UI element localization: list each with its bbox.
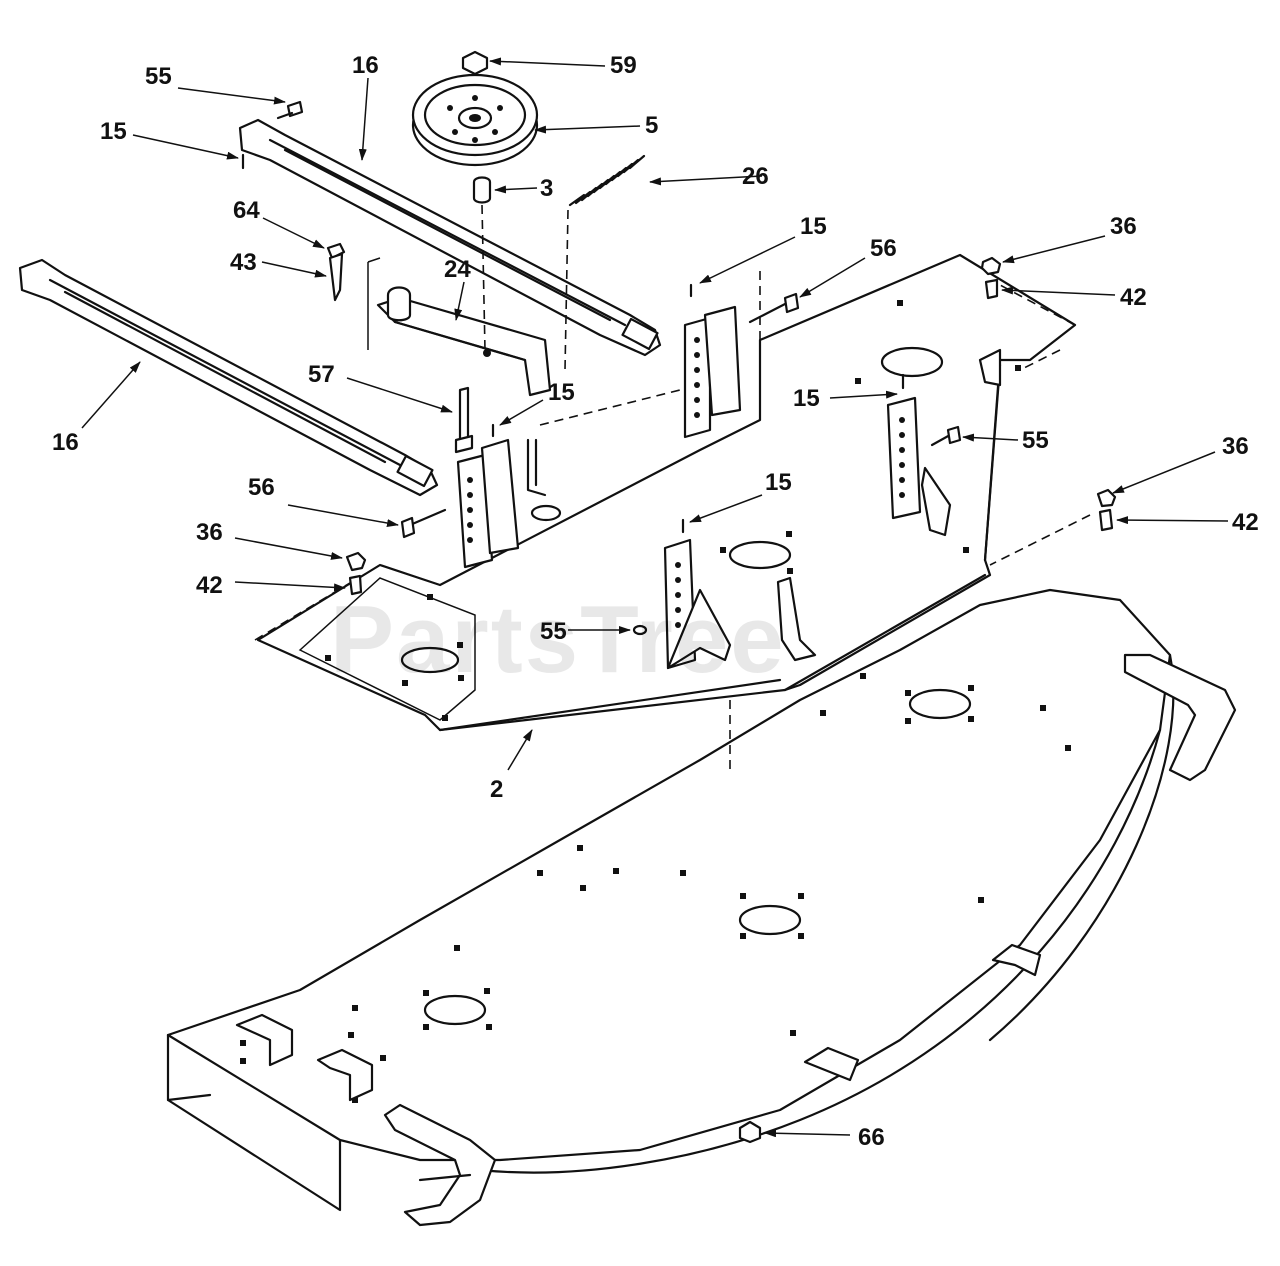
hanger-plate (254, 253, 1091, 770)
spindle-hole-left (423, 994, 487, 1026)
callout-15-arm: 15 (100, 118, 127, 145)
callout-15-idler: 15 (548, 379, 575, 406)
callout-64: 64 (233, 197, 260, 224)
leader-arrows (81, 57, 1229, 1138)
spring-26 (568, 154, 646, 207)
callout-59: 59 (610, 52, 637, 79)
plate-hole-left (400, 646, 460, 674)
callout-66: 66 (858, 1124, 885, 1151)
callout-42-far-right: 42 (1232, 509, 1259, 536)
callout-55-lower: 55 (540, 618, 567, 645)
callout-26: 26 (742, 163, 769, 190)
spacer-3 (472, 176, 492, 204)
hardware (241, 100, 1117, 1144)
callout-56-left: 56 (248, 474, 275, 501)
height-brackets (456, 305, 952, 670)
bumper-handle-left (383, 1103, 497, 1227)
callout-16-lower: 16 (52, 429, 79, 456)
watermark: PartsTree (330, 586, 786, 693)
callout-15-bracket: 15 (800, 213, 827, 240)
callout-57: 57 (308, 361, 335, 388)
deck-clip-3 (991, 943, 1042, 977)
callout-15-center: 15 (765, 469, 792, 496)
callout-43: 43 (230, 249, 257, 276)
plate-hole-right (880, 346, 944, 378)
callout-36-far-right: 36 (1222, 433, 1249, 460)
spindle-hole-center (738, 904, 802, 936)
deck-clip-1 (235, 1013, 294, 1067)
callout-16-upper: 16 (352, 52, 379, 79)
deck-clip-2 (316, 1048, 374, 1102)
callout-55-top: 55 (145, 63, 172, 90)
callout-42-left: 42 (196, 572, 223, 599)
spindle-hole-right (908, 688, 972, 720)
nut-59 (461, 50, 489, 76)
callout-5: 5 (645, 112, 658, 139)
callout-42-top-right: 42 (1120, 284, 1147, 311)
mower-deck-shell (166, 588, 1237, 1227)
callout-3: 3 (540, 175, 553, 202)
idler-bracket (367, 257, 552, 397)
callout-36-left: 36 (196, 519, 223, 546)
lift-arm-lower (18, 258, 439, 497)
callout-36-top-right: 36 (1110, 213, 1137, 240)
bumper-handle-right (1123, 653, 1237, 782)
callout-56-right: 56 (870, 235, 897, 262)
callout-24: 24 (444, 256, 471, 283)
deck-bolt-holes (240, 673, 1071, 1103)
callout-15-right: 15 (793, 385, 820, 412)
lift-arm-upper (238, 118, 662, 357)
idler-pulley (411, 73, 539, 167)
deck-clip-4 (803, 1046, 860, 1082)
callout-labels: 59 5 3 26 55 16 15 64 43 24 57 15 16 15 … (52, 52, 1259, 1151)
plate-hole-center (728, 540, 792, 570)
callout-2: 2 (490, 776, 503, 803)
callout-55-right: 55 (1022, 427, 1049, 454)
